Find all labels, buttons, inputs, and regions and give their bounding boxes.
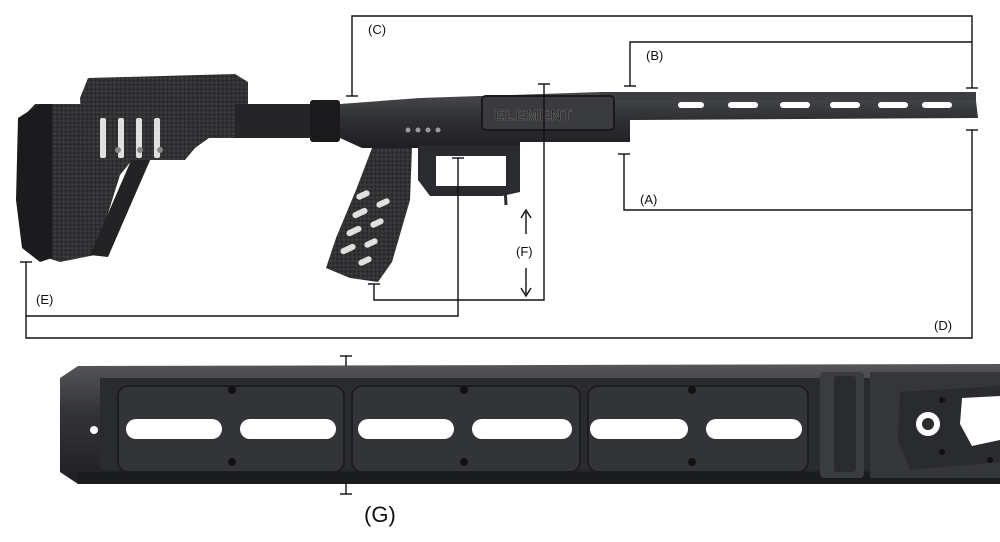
label-d: (D) <box>934 318 952 333</box>
brand-plate <box>481 95 615 131</box>
chassis-side-view: ELEMENT <box>16 74 978 282</box>
trigger-guard <box>418 146 520 196</box>
dimension-lines <box>20 15 978 339</box>
receiver-body <box>340 92 978 148</box>
label-c: (C) <box>368 22 386 37</box>
brand-text: ELEMENT <box>494 107 573 124</box>
label-a: (A) <box>640 192 657 207</box>
label-f: (F) <box>516 244 533 259</box>
label-e: (E) <box>36 292 53 307</box>
dimension-g <box>340 355 352 495</box>
forend-slots <box>678 102 952 108</box>
label-g: (G) <box>364 502 396 527</box>
forend-bottom-slots <box>126 419 802 439</box>
label-b: (B) <box>646 48 663 63</box>
buttpad <box>16 104 52 262</box>
forend-pockets <box>117 385 809 473</box>
forend-bottom-view <box>60 364 1000 484</box>
